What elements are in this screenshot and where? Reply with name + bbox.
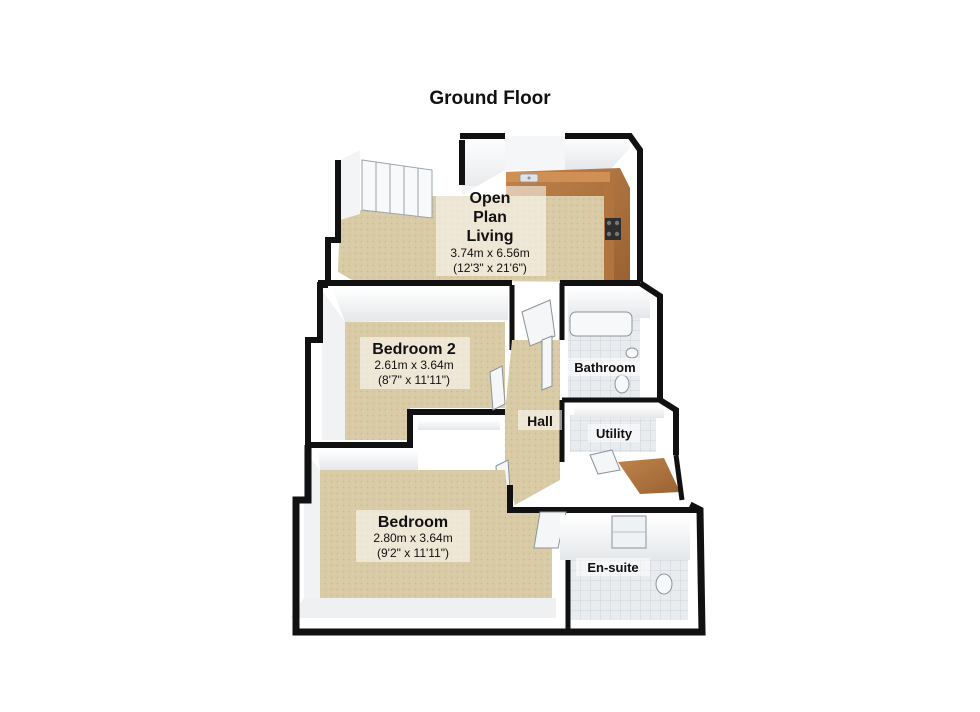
entrance-door-icon (618, 458, 680, 494)
ensuite-name: En-suite (587, 560, 638, 575)
living-name-1: Open (470, 190, 511, 207)
bathroom-name: Bathroom (574, 360, 635, 375)
door-icon (589, 449, 621, 475)
door-icon (533, 511, 567, 549)
bifold-door-icon (361, 159, 433, 219)
label-hall: Hall (518, 410, 562, 430)
utility-name: Utility (596, 426, 633, 441)
toilet-icon (614, 374, 630, 394)
label-bedroom: Bedroom 2.80m x 3.64m (9'2" x 11'11") (356, 510, 470, 562)
door-icon (521, 299, 556, 347)
living-name-2: Plan (473, 209, 507, 226)
bedroom-metric: 2.80m x 3.64m (373, 531, 452, 545)
room-hall (495, 299, 560, 505)
room-bathroom (559, 280, 663, 403)
room-utility (559, 397, 685, 501)
living-imperial: (12'3" x 21'6") (453, 261, 527, 275)
living-metric: 3.74m x 6.56m (450, 246, 529, 260)
bathtub-icon (569, 311, 633, 337)
label-en-suite: En-suite (576, 558, 650, 576)
hall-name: Hall (527, 413, 553, 429)
shower-icon (611, 515, 647, 549)
door-icon (489, 365, 506, 411)
label-bathroom: Bathroom (566, 358, 644, 376)
bedroom2-name: Bedroom 2 (372, 341, 456, 358)
label-bedroom-2: Bedroom 2 2.61m x 3.64m (8'7" x 11'11") (360, 337, 470, 389)
sink-icon (519, 173, 539, 183)
bedroom-imperial: (9'2" x 11'11") (377, 546, 449, 560)
basin-icon (625, 347, 639, 359)
bedroom2-metric: 2.61m x 3.64m (374, 358, 453, 372)
door-icon (541, 335, 553, 391)
living-name-3: Living (466, 228, 513, 245)
hob-icon (605, 218, 621, 240)
floor-title: Ground Floor (429, 88, 551, 109)
toilet-icon (655, 573, 673, 595)
label-open-plan-living: Open Plan Living 3.74m x 6.56m (12'3" x … (436, 186, 546, 276)
bedroom2-imperial: (8'7" x 11'11") (378, 373, 450, 387)
label-utility: Utility (588, 424, 640, 442)
kitchen-counter (506, 168, 630, 282)
bedroom-name: Bedroom (378, 514, 448, 531)
